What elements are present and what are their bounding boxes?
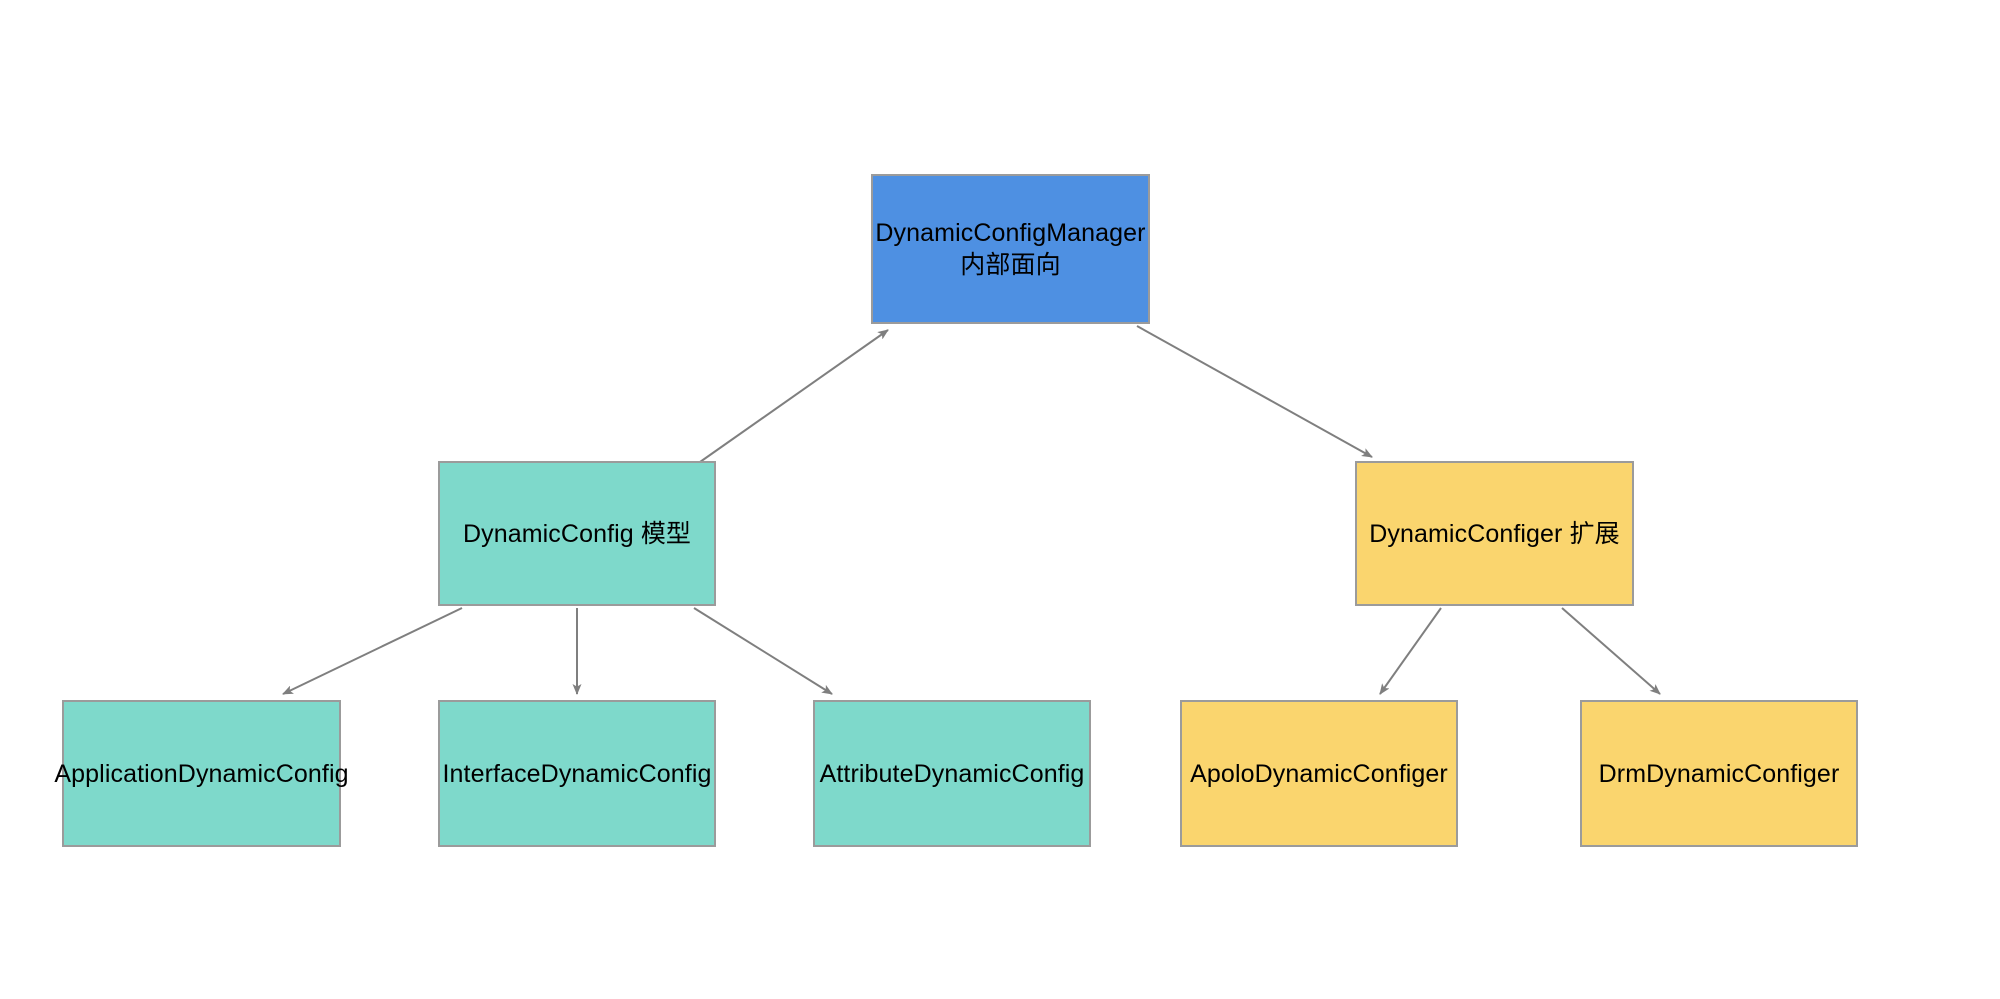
node-dynamic-configer-extension[interactable]: DynamicConfiger 扩展: [1355, 461, 1634, 606]
node-dynamic-config-model[interactable]: DynamicConfig 模型: [438, 461, 716, 606]
node-label: ApoloDynamicConfiger: [1190, 759, 1448, 788]
node-label: ApplicationDynamicConfig: [54, 759, 349, 788]
edge-configer-to-apolo: [1379, 607, 1442, 695]
node-interface-dynamic-config[interactable]: InterfaceDynamicConfig: [438, 700, 716, 847]
edge-model-to-application: [282, 607, 463, 695]
node-label: DynamicConfiger 扩展: [1369, 519, 1620, 548]
node-label: AttributeDynamicConfig: [819, 759, 1085, 788]
node-label: DrmDynamicConfiger: [1598, 759, 1840, 788]
edge-configer-to-drm: [1561, 607, 1661, 695]
edge-model-to-root: [699, 329, 889, 463]
node-label: DynamicConfigManager 内部面向: [875, 219, 1146, 279]
node-label: DynamicConfig 模型: [462, 519, 692, 548]
node-dynamic-config-manager[interactable]: DynamicConfigManager 内部面向: [871, 174, 1150, 324]
edge-root-to-configer: [1136, 325, 1373, 458]
node-label: InterfaceDynamicConfig: [442, 759, 712, 788]
edges-group: [282, 325, 1661, 695]
edge-model-to-attribute: [693, 607, 833, 695]
node-application-dynamic-config[interactable]: ApplicationDynamicConfig: [54, 700, 349, 847]
node-attribute-dynamic-config[interactable]: AttributeDynamicConfig: [813, 700, 1091, 847]
node-apolo-dynamic-configer[interactable]: ApoloDynamicConfiger: [1180, 700, 1458, 847]
node-drm-dynamic-configer[interactable]: DrmDynamicConfiger: [1580, 700, 1858, 847]
